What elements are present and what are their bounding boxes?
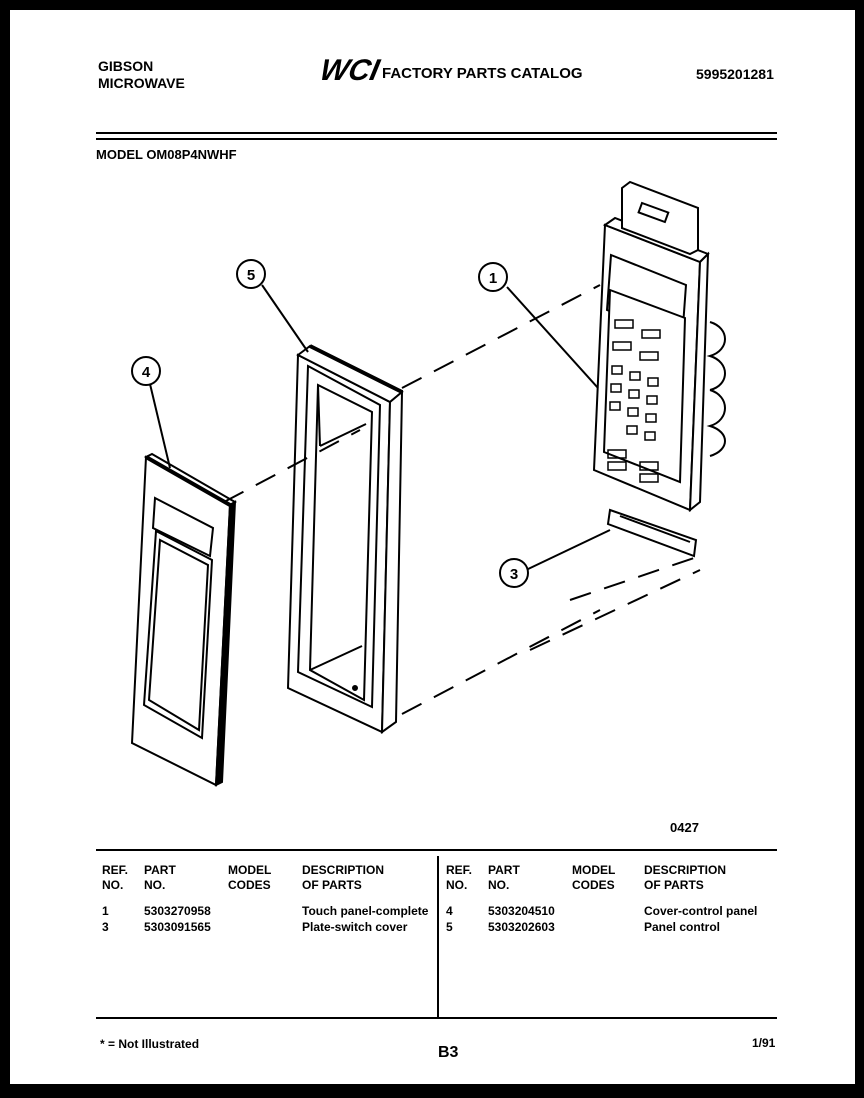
ref-no: 5 bbox=[446, 920, 453, 934]
part-4-cover-control-panel bbox=[130, 452, 237, 787]
ref-no: 3 bbox=[102, 920, 109, 934]
header-rule-bottom bbox=[96, 138, 777, 140]
table-divider bbox=[437, 856, 439, 1018]
callout-3: 3 bbox=[499, 558, 529, 588]
catalog-date: 1/91 bbox=[752, 1036, 776, 1050]
callout-3-label: 3 bbox=[510, 566, 518, 583]
figure-number: 0427 bbox=[670, 820, 699, 835]
callout-1: 1 bbox=[478, 262, 508, 292]
model-codes bbox=[572, 919, 644, 935]
part-description: Cover-control panel bbox=[644, 904, 758, 918]
ref-no: 1 bbox=[102, 904, 109, 918]
part-1-touch-panel bbox=[592, 180, 726, 558]
table-rule-bottom bbox=[96, 1017, 777, 1019]
brand-product: MICROWAVE bbox=[98, 75, 185, 91]
part-no: 5303270958 bbox=[144, 904, 211, 918]
catalog-page: GIBSON MICROWAVE WCI FACTORY PARTS CATAL… bbox=[10, 10, 855, 1084]
part-5-panel-control bbox=[286, 344, 404, 734]
callout-5-label: 5 bbox=[247, 267, 255, 284]
table-row: 4 5303204510 Cover-control panel bbox=[446, 903, 778, 919]
callout-5: 5 bbox=[236, 259, 266, 289]
ref-no: 4 bbox=[446, 904, 453, 918]
part-no: 5303202603 bbox=[488, 920, 555, 934]
part-no: 5303204510 bbox=[488, 904, 555, 918]
brand-name: GIBSON bbox=[98, 58, 154, 74]
header-rule-top bbox=[96, 132, 777, 134]
brand-block: GIBSON MICROWAVE bbox=[98, 58, 185, 92]
not-illustrated-note: * = Not Illustrated bbox=[100, 1037, 200, 1051]
model-codes bbox=[228, 919, 302, 935]
exploded-diagram: 5 1 4 3 bbox=[130, 180, 726, 787]
model-codes bbox=[228, 903, 302, 919]
logo-text: WCI bbox=[322, 54, 383, 86]
model-label: MODEL OM08P4NWHF bbox=[96, 147, 237, 162]
col-ref: REF.NO. bbox=[446, 863, 473, 892]
col-ref: REF.NO. bbox=[102, 863, 129, 892]
part-description: Panel control bbox=[644, 920, 721, 934]
part-description: Touch panel-complete bbox=[302, 904, 429, 918]
table-row: 5 5303202603 Panel control bbox=[446, 919, 778, 935]
catalog-number: 5995201281 bbox=[696, 66, 774, 82]
table-row: 3 5303091565 Plate-switch cover bbox=[102, 919, 446, 935]
table-row: 1 5303270958 Touch panel-complete bbox=[102, 903, 446, 919]
callout-4: 4 bbox=[131, 356, 161, 386]
wci-logo: WCI bbox=[322, 54, 383, 86]
model-codes bbox=[572, 903, 644, 919]
part-description: Plate-switch cover bbox=[302, 920, 408, 934]
page-number: B3 bbox=[438, 1044, 459, 1061]
catalog-title: FACTORY PARTS CATALOG bbox=[382, 65, 583, 82]
part-no: 5303091565 bbox=[144, 920, 211, 934]
callout-1-label: 1 bbox=[489, 270, 497, 287]
callout-4-label: 4 bbox=[142, 364, 151, 381]
table-rule-top bbox=[96, 849, 777, 851]
